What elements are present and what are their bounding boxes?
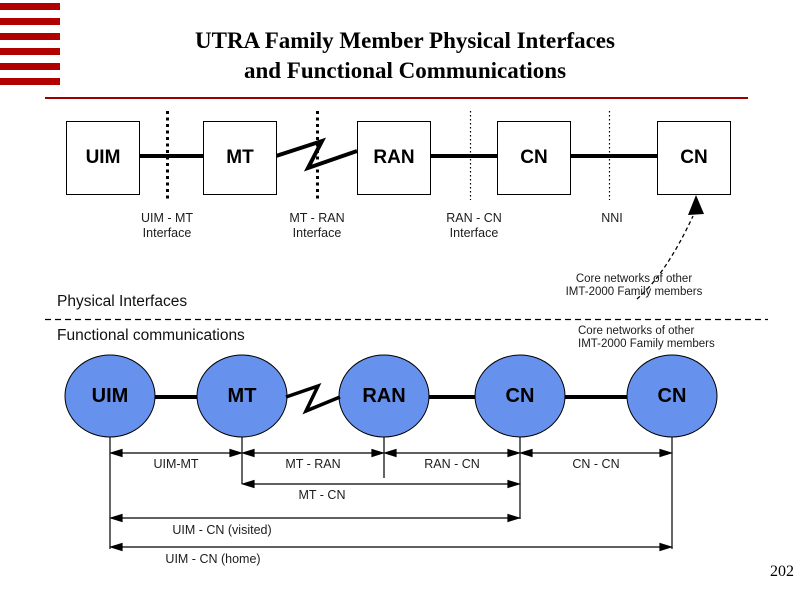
bottom-node-cn1-label: CN (505, 385, 535, 407)
top-core-networks-line1: Core networks of other (575, 273, 693, 285)
dimension-row-1 (108, 448, 674, 458)
top-lightning-link-icon (275, 137, 358, 172)
dimension-row-3 (108, 513, 522, 523)
top-box-cn-2: CN (657, 121, 731, 195)
interface-label-mt-ran-line2: Interface (292, 226, 342, 240)
dimension-ticks (109, 437, 673, 549)
interface-label-mt-ran: MT - RAN Interface (289, 211, 344, 241)
interface-reference-lines (166, 111, 611, 200)
page-title: UTRA Family Member Physical Interfaces a… (65, 26, 745, 86)
page-number: 202 (770, 563, 794, 580)
interface-label-uim-mt: UIM - MT Interface (141, 211, 193, 241)
span-label-uim-mt: UIM-MT (153, 457, 199, 471)
top-box-cn-1: CN (497, 121, 571, 195)
interface-label-uim-mt-line1: UIM - MT (140, 211, 194, 225)
page-title-line2: and Functional Communications (243, 58, 567, 83)
span-label-cn-cn: CN - CN (572, 457, 620, 471)
interface-label-ran-cn: RAN - CN Interface (446, 211, 502, 241)
span-label-mt-ran: MT - RAN (285, 457, 341, 471)
interface-label-ran-cn-line2: Interface (449, 226, 499, 240)
dimension-row-2 (240, 479, 522, 489)
span-label-uim-cn-visited: UIM - CN (visited) (172, 523, 272, 537)
bottom-lightning-link-icon (285, 382, 341, 415)
bottom-node-mt-label: MT (227, 385, 257, 407)
top-core-networks-annotation: Core networks of other IMT-2000 Family m… (566, 273, 703, 299)
functional-communications-label: Functional communications (57, 327, 245, 344)
span-label-mt-cn: MT - CN (298, 488, 346, 502)
top-box-uim: UIM (66, 121, 140, 195)
top-box-ran: RAN (357, 121, 431, 195)
interface-label-uim-mt-line2: Interface (142, 226, 192, 240)
bottom-node-uim-label: UIM (91, 385, 129, 407)
top-core-networks-line2: IMT-2000 Family members (565, 286, 703, 298)
page-title-line1: UTRA Family Member Physical Interfaces (195, 28, 615, 53)
top-box-mt: MT (203, 121, 277, 195)
physical-interfaces-label: Physical Interfaces (57, 293, 188, 310)
interface-label-ran-cn-line1: RAN - CN (446, 211, 502, 225)
dimension-row-4 (108, 542, 674, 552)
interface-label-nni: NNI (601, 211, 623, 226)
bottom-core-networks-annotation: Core networks of other IMT-2000 Family m… (578, 325, 715, 351)
bottom-core-networks-line2: IMT-2000 Family members (578, 338, 715, 350)
bottom-node-ellipses (64, 354, 718, 438)
core-network-arrow-icon (636, 195, 704, 300)
title-rule (45, 97, 748, 99)
bottom-node-cn2-label: CN (657, 385, 687, 407)
interface-label-mt-ran-line1: MT - RAN (289, 211, 345, 225)
bottom-core-networks-line1: Core networks of other (578, 325, 695, 337)
span-label-uim-cn-home: UIM - CN (home) (165, 552, 261, 566)
span-label-ran-cn: RAN - CN (424, 457, 480, 471)
bottom-node-ran-label: RAN (362, 385, 406, 407)
interface-label-nni-line1: NNI (601, 211, 623, 225)
flag-stripes-icon (0, 3, 60, 85)
